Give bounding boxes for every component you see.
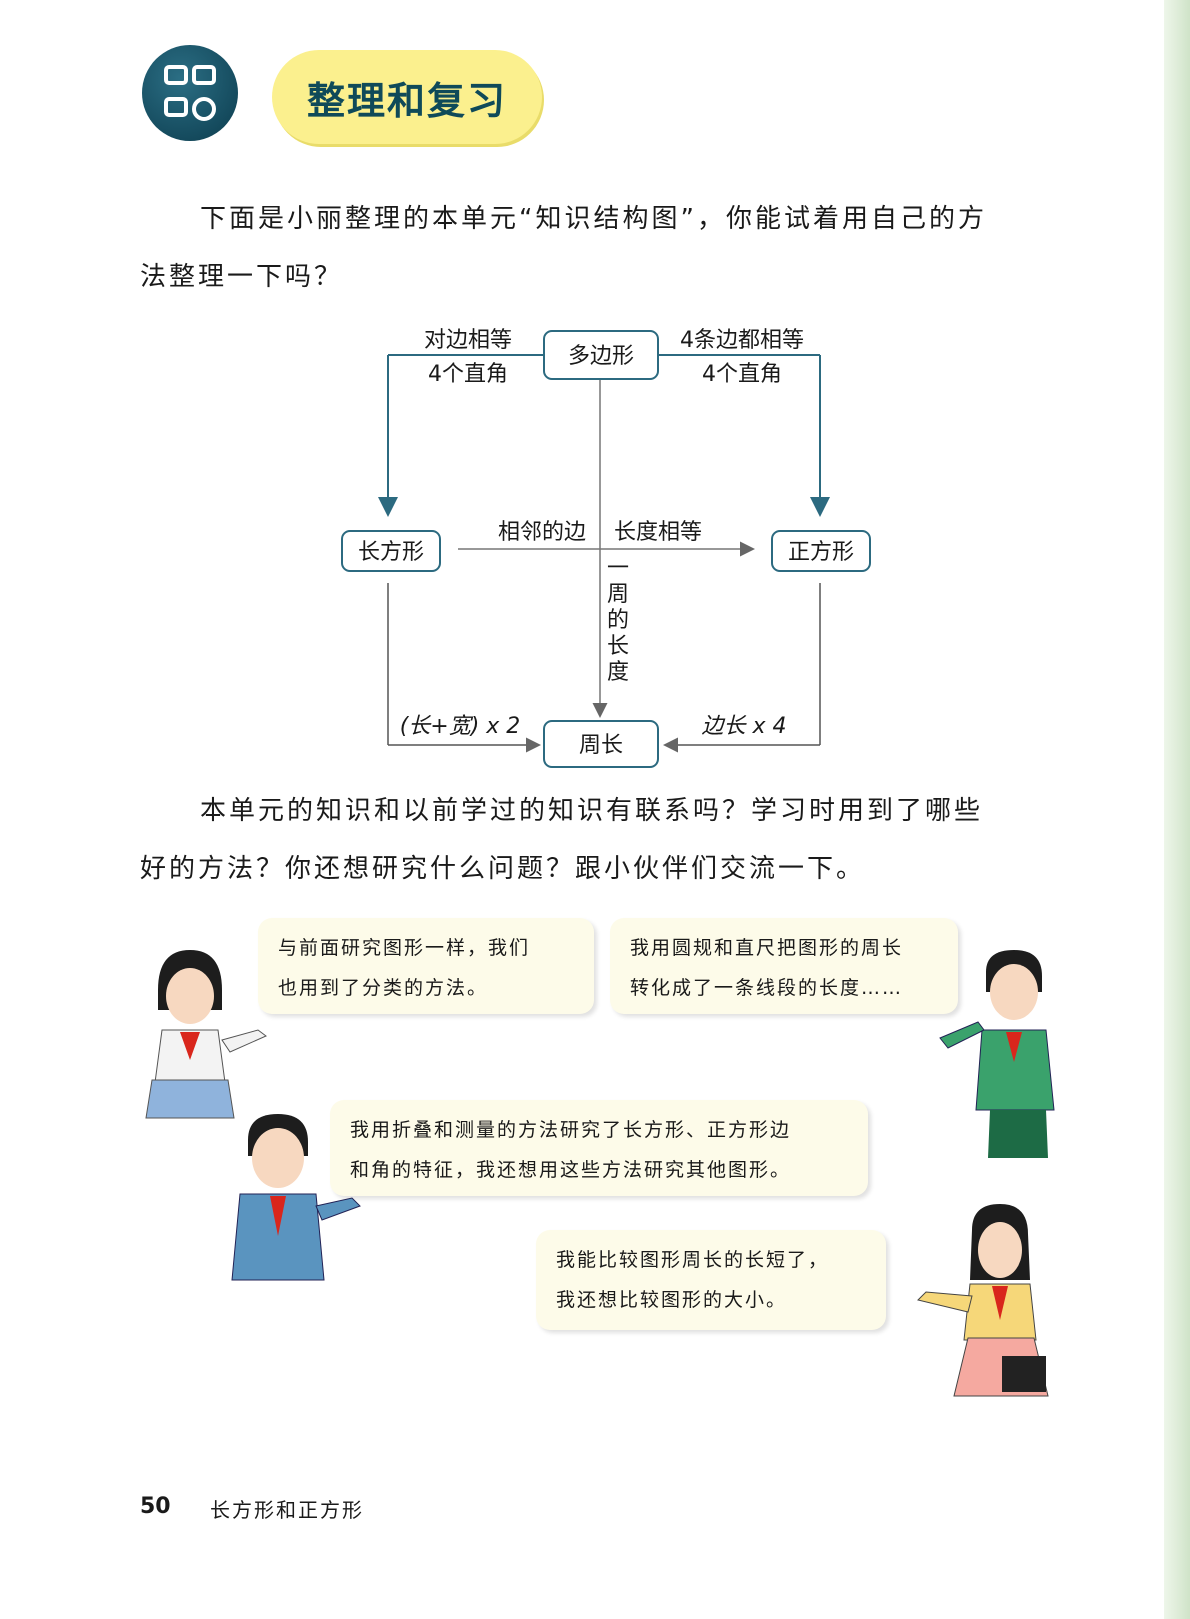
label-four-right-angles-right: 4个直角: [702, 362, 782, 387]
svg-text:的: 的: [607, 608, 629, 633]
svg-text:度: 度: [607, 660, 629, 685]
girl-student-skirt-illustration: [917, 1204, 1049, 1397]
boy-student-blue-illustration: [231, 1114, 361, 1281]
bubble-3-line-2: 和角的特征，我还想用这些方法研究其他图形。: [350, 1159, 792, 1181]
svg-text:周: 周: [607, 582, 629, 607]
boy-student-green-illustration: [939, 950, 1055, 1158]
bubble-2-line-1: 我用圆规和直尺把图形的周长: [630, 937, 904, 959]
bubble-3-line-1: 我用折叠和测量的方法研究了长方形、正方形边: [350, 1119, 792, 1141]
formula-square-perimeter: 边长 x 4: [701, 714, 786, 739]
node-rectangle: 长方形: [341, 530, 441, 572]
bubble-1-line-2: 也用到了分类的方法。: [278, 977, 489, 999]
chapter-title: 长方形和正方形: [210, 1498, 364, 1522]
node-square: 正方形: [771, 530, 871, 572]
label-adjacent-sides: 相邻的边: [498, 520, 586, 545]
intro-line-1: 下面是小丽整理的本单元“知识结构图”，你能试着用自己的方: [200, 204, 987, 234]
page-edge: [1164, 0, 1190, 1619]
node-polygon: 多边形: [543, 330, 659, 380]
node-square-label: 正方形: [788, 540, 854, 565]
section-title-pill: 整理和复习: [272, 50, 542, 144]
node-rectangle-label: 长方形: [358, 540, 424, 565]
page-number: 50: [140, 1494, 171, 1519]
svg-text:一: 一: [607, 556, 629, 581]
speech-bubble-3: 我用折叠和测量的方法研究了长方形、正方形边 和角的特征，我还想用这些方法研究其他…: [330, 1100, 868, 1196]
speech-bubble-1: 与前面研究图形一样，我们 也用到了分类的方法。: [258, 918, 594, 1014]
intro-paragraph: 下面是小丽整理的本单元“知识结构图”，你能试着用自己的方 法整理一下吗？: [140, 190, 1100, 306]
formula-rectangle-perimeter: (长+宽) x 2: [400, 714, 521, 739]
bubble-4-line-1: 我能比较图形周长的长短了，: [556, 1249, 830, 1271]
bubble-2-line-2: 转化成了一条线段的长度……: [630, 977, 904, 999]
girl-student-illustration: [145, 950, 267, 1119]
grid-four-squares-icon: [142, 45, 238, 141]
bubble-4-line-2: 我还想比较图形的大小。: [556, 1289, 788, 1311]
bubble-1-line-1: 与前面研究图形一样，我们: [278, 937, 531, 959]
node-polygon-label: 多边形: [568, 344, 634, 369]
node-perimeter: 周长: [543, 720, 659, 768]
label-four-sides-equal: 4条边都相等: [680, 328, 804, 353]
knowledge-structure-diagram: 多边形 长方形 正方形 周长 对边相等 4个直角 4条边都相等 4个直角 相邻的…: [341, 328, 871, 768]
discussion-line-1: 本单元的知识和以前学过的知识有联系吗？学习时用到了哪些: [200, 796, 984, 826]
intro-line-2: 法整理一下吗？: [140, 262, 344, 292]
svg-text:长: 长: [607, 634, 629, 659]
label-length-equal: 长度相等: [614, 520, 702, 545]
speech-bubble-2: 我用圆规和直尺把图形的周长 转化成了一条线段的长度……: [610, 918, 958, 1014]
label-opposite-sides-equal: 对边相等: [424, 328, 512, 353]
discussion-line-2: 好的方法？你还想研究什么问题？跟小伙伴们交流一下。: [140, 854, 866, 884]
label-four-right-angles-left: 4个直角: [428, 362, 508, 387]
speech-bubble-4: 我能比较图形周长的长短了， 我还想比较图形的大小。: [536, 1230, 886, 1330]
node-perimeter-label: 周长: [579, 733, 623, 758]
label-perimeter-vertical: 一 周 的 长 度: [607, 556, 629, 685]
discussion-paragraph: 本单元的知识和以前学过的知识有联系吗？学习时用到了哪些 好的方法？你还想研究什么…: [140, 782, 1100, 898]
section-title: 整理和复习: [306, 78, 507, 123]
